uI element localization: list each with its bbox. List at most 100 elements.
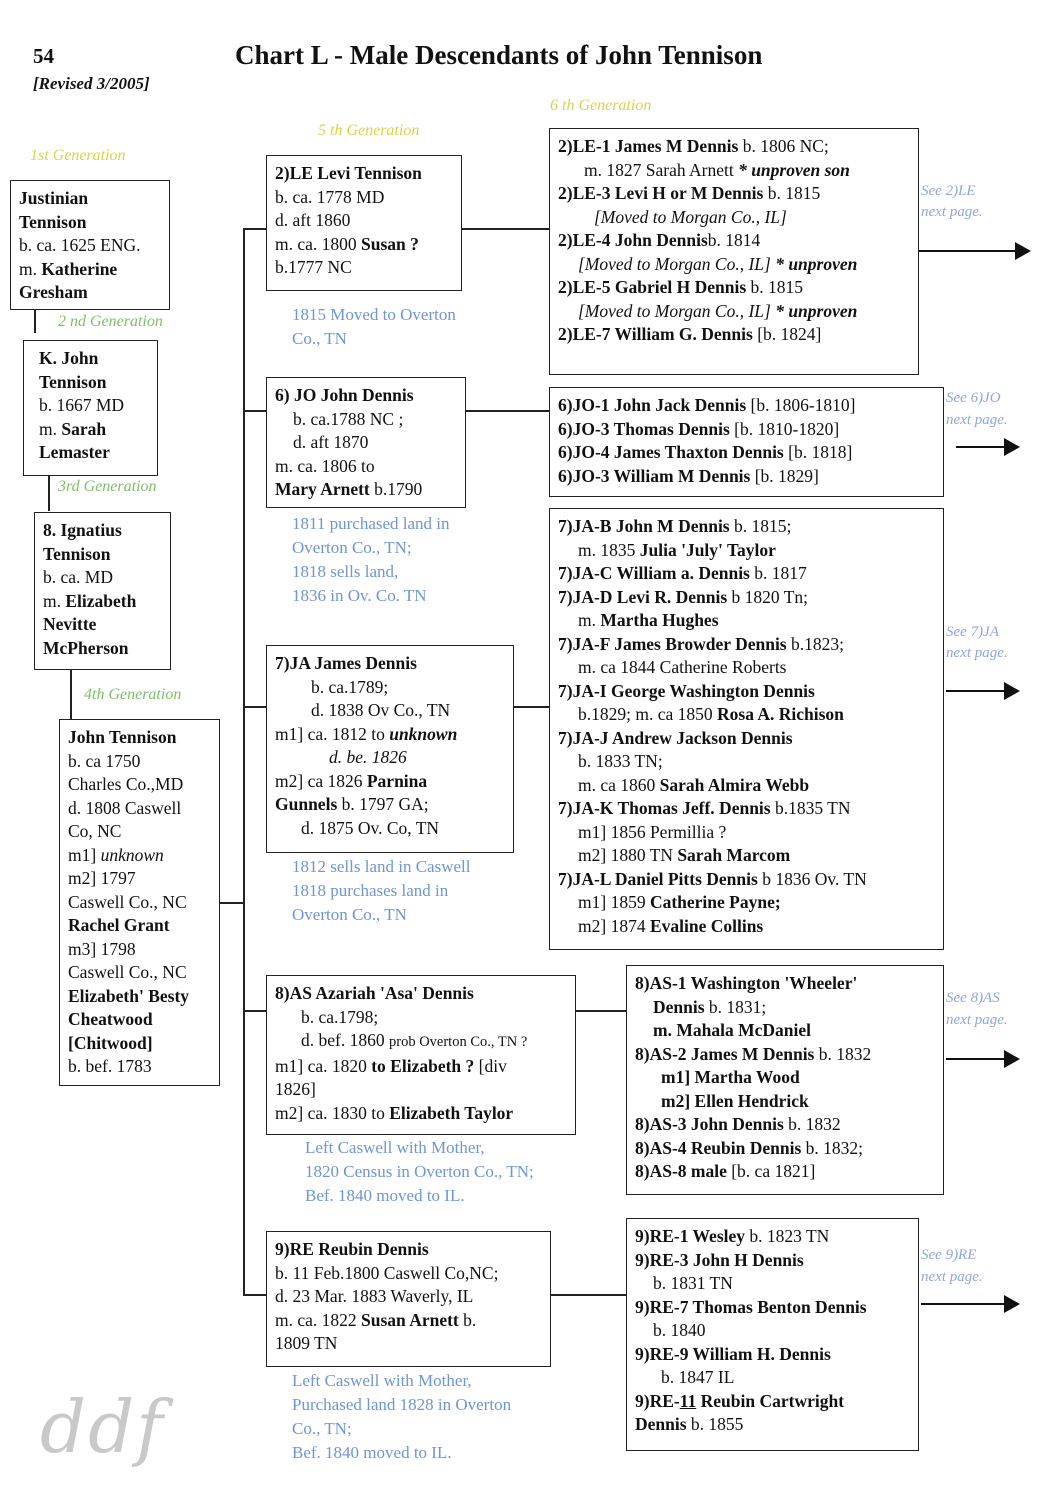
spouse-name: unknown	[389, 723, 458, 744]
marriage-prefix: m2] ca. 1830 to	[275, 1102, 390, 1123]
child-birth: b. 1806 NC;	[738, 136, 829, 156]
child-birth: [b. 1829]	[750, 465, 819, 486]
connector-line	[243, 1294, 267, 1296]
child-birth: b. 1832	[814, 1043, 872, 1064]
child-birth: b. 1833 TN;	[578, 751, 663, 771]
child-name: 8)AS-3 John Dennis	[635, 1114, 784, 1134]
person-box-k-john: K. John Tennison b. 1667 MD m. Sarah Lem…	[23, 340, 158, 476]
child-name: 6)JO-3 William M Dennis	[558, 465, 751, 486]
marriage-info: b.1829; m. ca 1850	[578, 704, 718, 724]
arrow-right-icon	[946, 682, 1020, 700]
child-name: 8)AS-4 Reubin Dennis	[635, 1137, 802, 1158]
divorce-year: 1826]	[275, 1079, 316, 1099]
marriage-info: m1] 1859	[578, 892, 650, 912]
spouse-name: to Elizabeth ?	[371, 1055, 475, 1076]
spouse-surname: Gunnels	[275, 794, 338, 814]
child-name: Reubin Cartwright	[696, 1390, 845, 1411]
spouse-name: Rachel Grant	[68, 915, 170, 935]
child-name: 9)RE-1 Wesley	[635, 1226, 746, 1246]
child-surname: Dennis	[635, 1414, 687, 1434]
marriage-prefix: m2] ca 1826	[275, 770, 367, 791]
spouse-name: Sarah	[61, 418, 107, 439]
generation-label-6: 6 th Generation	[550, 97, 652, 114]
person-name: 8)AS Azariah 'Asa' Dennis	[275, 983, 474, 1003]
note-line: Overton Co., TN;	[292, 538, 412, 557]
marriage-place: Caswell Co., NC	[68, 891, 187, 912]
person-box-reubin-dennis: 9)RE Reubin Dennis b. 11 Feb.1800 Caswel…	[266, 1231, 551, 1367]
child-name: 7)JA-D Levi R. Dennis	[558, 586, 728, 607]
spouse-surname: Gresham	[19, 282, 88, 302]
connector-line	[220, 902, 244, 904]
marriage-prefix: m1] ca. 1820	[275, 1055, 372, 1076]
moved-note: [Moved to Morgan Co., IL]	[578, 300, 776, 321]
person-box-justinian: Justinian Tennison b. ca. 1625 ENG. m. K…	[10, 180, 170, 310]
arrow-right-icon	[921, 1295, 1020, 1313]
child-name: 7)JA-C William a. Dennis	[558, 563, 750, 583]
child-name: 7)JA-F James Browder Dennis	[558, 633, 787, 654]
child-birth: b. 1823 TN	[745, 1226, 830, 1246]
connector-line	[243, 1010, 267, 1012]
marriage-prefix: m1]	[68, 844, 101, 865]
child-birth: b. 1815;	[729, 516, 792, 536]
child-name: 2)LE-4 John Dennis	[558, 230, 708, 250]
spouse-name: Elizabeth	[65, 590, 137, 611]
spouse-surname: Lemaster	[39, 442, 110, 462]
death-place: prob Overton Co., TN ?	[388, 1034, 528, 1050]
person-box-levi: 2)LE Levi Tennison b. ca. 1778 MD d. aft…	[266, 155, 462, 291]
child-birth: b.1835 TN	[770, 798, 851, 818]
see-next-page: See 2)LE	[921, 183, 976, 199]
note-line: 1815 Moved to Overton	[292, 305, 456, 324]
connector-line	[34, 309, 36, 333]
divorce-info: [div	[474, 1055, 507, 1076]
marriage-info: m. 1827 Sarah Arnett	[584, 159, 739, 180]
spouse-name: Martha Hughes	[600, 610, 719, 630]
person-name: 9)RE Reubin Dennis	[275, 1239, 429, 1259]
spouse-birth-prefix: b.	[458, 1309, 477, 1330]
death-info: d. 1838 Ov Co., TN	[311, 700, 451, 720]
revision-date: [Revised 3/2005]	[33, 74, 150, 93]
birth-info: b. 11 Feb.1800 Caswell Co,NC;	[275, 1262, 499, 1283]
unproven-note: * unproven	[775, 300, 858, 321]
marriage-prefix: m.	[43, 590, 66, 611]
connector-line	[576, 1010, 626, 1012]
marriage-place: Caswell Co., NC	[68, 962, 187, 982]
generation-label-1: 1st Generation	[30, 147, 126, 164]
unproven-note: * unproven son	[738, 159, 850, 180]
marriage-info: m1] Martha Wood	[661, 1067, 800, 1087]
children-box-levi: 2)LE-1 James M Dennis b. 1806 NC; m. 182…	[549, 128, 919, 375]
moved-note: [Moved to Morgan Co., IL]	[578, 253, 776, 274]
child-name: 7)JA-I George Washington Dennis	[558, 680, 815, 701]
birth-info: b. ca 1750	[68, 750, 141, 771]
marriage-info: m. 1835	[578, 539, 640, 560]
birth-info: b. ca.1788 NC ;	[293, 408, 404, 429]
death-info: d. bef. 1860	[301, 1030, 389, 1050]
marriage-info: m2] 1874	[578, 915, 650, 936]
arrow-right-icon	[919, 242, 1031, 260]
child-name: 7)JA-B John M Dennis	[558, 516, 730, 536]
spouse-birth: b. bef. 1783	[68, 1056, 152, 1076]
marriage-info: m. ca. 1806 to	[275, 455, 375, 476]
children-box-john-dennis: 6)JO-1 John Jack Dennis [b. 1806-1810] 6…	[549, 387, 944, 497]
unproven-note: * unproven	[775, 253, 858, 274]
child-name: 2)LE-7 William G. Dennis	[558, 324, 753, 344]
birth-info: b. ca. MD	[43, 567, 113, 587]
children-box-azariah-dennis: 8)AS-1 Washington 'Wheeler' Dennis b. 18…	[626, 965, 944, 1195]
person-name: Justinian	[19, 188, 89, 208]
person-name: John Tennison	[68, 727, 177, 747]
child-name: 7)JA-K Thomas Jeff. Dennis	[558, 798, 771, 818]
note-line: 1818 purchases land in	[292, 881, 449, 900]
marriage-prefix: m. ca. 1822	[275, 1309, 362, 1330]
spouse-name-line: Nevitte	[43, 614, 97, 634]
marriage-info: m3] 1798	[68, 938, 136, 959]
birth-info: b. ca.1798;	[301, 1006, 379, 1027]
death-info: d. 23 Mar. 1883 Waverly, IL	[275, 1286, 474, 1306]
children-box-reubin-dennis: 9)RE-1 Wesley b. 1823 TN 9)RE-3 John H D…	[626, 1218, 919, 1451]
note-line: Left Caswell with Mother,	[305, 1138, 485, 1157]
see-next-page: next page.	[921, 204, 983, 220]
connector-line	[243, 410, 267, 412]
child-birth: b. 1855	[686, 1414, 744, 1434]
person-box-john-dennis: 6) JO John Dennis b. ca.1788 NC ; d. aft…	[266, 377, 466, 508]
child-birth: b. 1832	[783, 1114, 841, 1134]
connector-line	[514, 706, 550, 708]
person-box-azariah-dennis: 8)AS Azariah 'Asa' Dennis b. ca.1798; d.…	[266, 975, 576, 1135]
